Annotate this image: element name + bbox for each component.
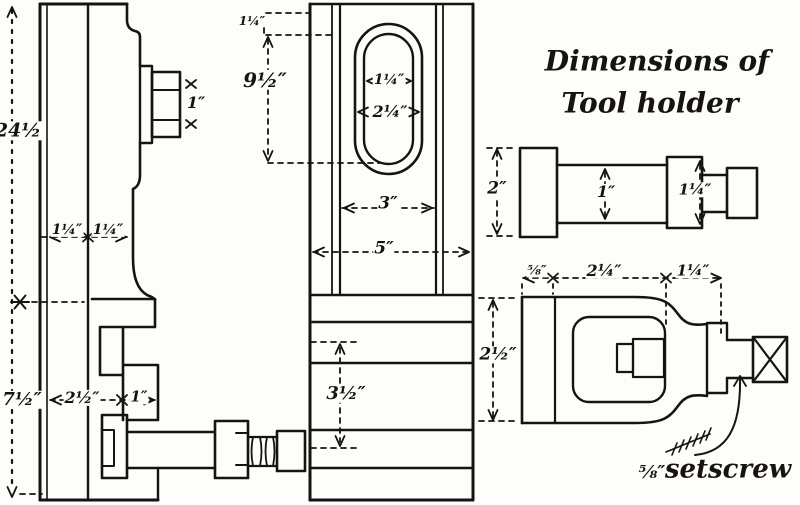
dim-overall-height: 24½ bbox=[0, 120, 43, 141]
dim-slot-inner: 1¼″ bbox=[372, 71, 406, 88]
holder-side-view bbox=[478, 272, 789, 456]
front-view-outline bbox=[308, 2, 475, 502]
dim-body-length: 2¼″ bbox=[585, 260, 623, 280]
holder-cavity bbox=[571, 315, 667, 404]
dim-upper-width-a: 1¼″ bbox=[50, 221, 84, 238]
front-view-dimension-lines bbox=[262, 12, 471, 449]
slot-inner bbox=[362, 32, 415, 166]
holder-top-view bbox=[486, 146, 759, 239]
dim-body-height: 2½″ bbox=[478, 344, 518, 365]
dim-face-width: 3″ bbox=[377, 193, 399, 214]
dim-slot-top-offset: 1¼″ bbox=[237, 13, 267, 28]
dim-end-height: 2″ bbox=[486, 178, 508, 199]
dim-slot-outer: 2¼″ bbox=[371, 101, 409, 121]
dim-tongue-width: 1″ bbox=[129, 387, 149, 406]
setscrew-leader-arrow bbox=[694, 377, 742, 456]
setscrew-size: ⅝″ bbox=[638, 461, 666, 483]
dim-collar-height: 1¼″ bbox=[677, 180, 713, 199]
setscrew-label: setscrew bbox=[664, 454, 792, 485]
dim-slot-length: 9½″ bbox=[242, 67, 288, 92]
dim-nose-length: 1¼″ bbox=[675, 261, 711, 280]
dim-block-height: 3½″ bbox=[325, 382, 367, 404]
left-view-tbolt-bottom bbox=[100, 413, 307, 480]
dim-slide-depth: 2½″ bbox=[63, 387, 101, 407]
star-reference-mark bbox=[10, 294, 30, 310]
left-view-outline bbox=[38, 2, 160, 502]
dim-shank-height: 1″ bbox=[595, 181, 617, 201]
setscrew-head bbox=[751, 335, 789, 384]
dim-lip-width: ⅝″ bbox=[526, 263, 548, 279]
slot-outer bbox=[353, 22, 424, 176]
left-view-clamp-bolt-top bbox=[138, 64, 182, 145]
tool-bit-large bbox=[631, 337, 666, 379]
dim-upper-width-b: 1¼″ bbox=[91, 221, 125, 238]
dim-overall-width: 5″ bbox=[373, 238, 395, 259]
dim-bolt-head: 1″ bbox=[185, 92, 207, 112]
tool-bit-small bbox=[615, 342, 635, 374]
dim-lower-height: 7½″ bbox=[1, 388, 43, 410]
title-line-2: Tool holder bbox=[561, 86, 739, 120]
title-line-1: Dimensions of bbox=[544, 44, 770, 78]
